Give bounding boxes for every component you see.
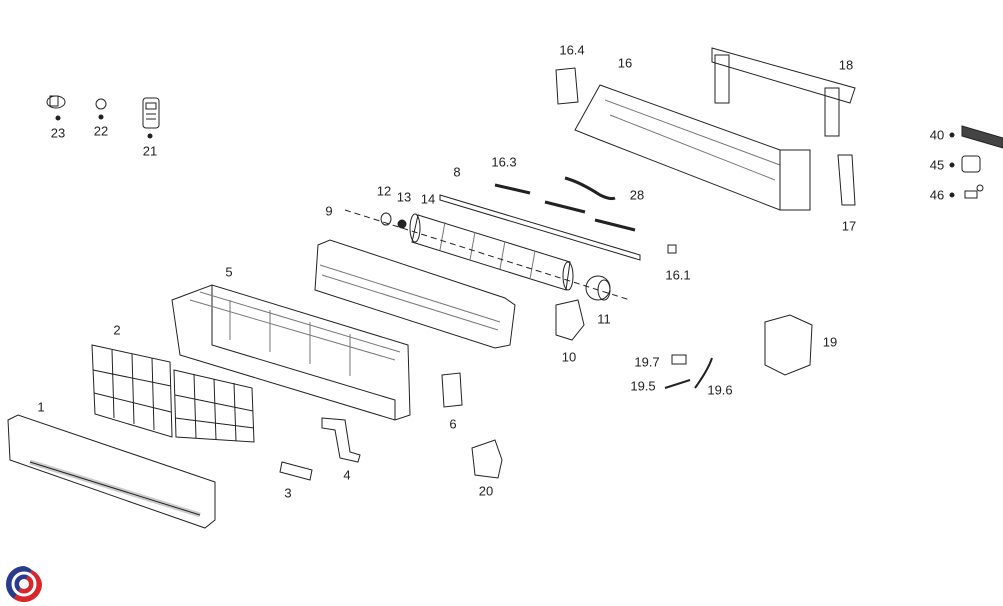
brand-logo bbox=[5, 566, 43, 603]
label-11: 11 bbox=[597, 311, 611, 327]
part-6-pcb bbox=[441, 372, 463, 408]
label-21: 21 bbox=[142, 143, 158, 159]
label-23: 23 bbox=[50, 125, 66, 141]
label-19: 19 bbox=[822, 334, 838, 350]
part-17-pipe-cover bbox=[837, 154, 856, 206]
part-16-chassis bbox=[574, 84, 811, 211]
part-18-mounting-plate bbox=[711, 47, 856, 137]
part-22-ring bbox=[95, 98, 107, 110]
label-16-1: 16.1 bbox=[665, 267, 691, 283]
part-28-cable bbox=[564, 176, 616, 201]
label-1: 1 bbox=[37, 399, 45, 415]
part-16.3-blades bbox=[494, 183, 636, 232]
part-23-screw bbox=[46, 95, 66, 109]
leader-dot bbox=[949, 132, 955, 138]
part-16.1-clip bbox=[667, 244, 677, 254]
label-2: 2 bbox=[113, 322, 121, 338]
label-22: 22 bbox=[93, 123, 109, 139]
label-10: 10 bbox=[561, 349, 577, 365]
leader-dot bbox=[949, 192, 955, 198]
part-13-bushing bbox=[397, 219, 407, 229]
part-16.4-bracket bbox=[555, 67, 579, 105]
label-6: 6 bbox=[449, 416, 457, 432]
part-19.7-part bbox=[671, 354, 687, 365]
part-20-box bbox=[471, 439, 503, 479]
label-19-7: 19.7 bbox=[634, 354, 660, 370]
label-18: 18 bbox=[838, 57, 854, 73]
label-19-6: 19.6 bbox=[707, 382, 733, 398]
part-12-bearing bbox=[380, 212, 392, 226]
part-19.6-sensor bbox=[694, 357, 713, 389]
label-16: 16 bbox=[617, 55, 633, 71]
label-40: 40 bbox=[929, 127, 945, 143]
part-1-front-panel bbox=[7, 414, 216, 529]
label-20: 20 bbox=[478, 483, 494, 499]
part-filter-right bbox=[173, 369, 255, 443]
part-19.5-sensor bbox=[664, 379, 691, 389]
part-9-evaporator bbox=[314, 239, 516, 349]
part-3-terminal bbox=[279, 461, 313, 481]
label-17: 17 bbox=[841, 218, 857, 234]
label-4: 4 bbox=[343, 467, 351, 483]
part-45-connector bbox=[961, 155, 981, 173]
label-14: 14 bbox=[420, 191, 436, 207]
label-16-3: 16.3 bbox=[491, 154, 517, 170]
label-46: 46 bbox=[929, 187, 945, 203]
part-46-sensor bbox=[964, 184, 984, 199]
leader-dot bbox=[55, 115, 61, 121]
label-8: 8 bbox=[453, 164, 461, 180]
part-2-filter bbox=[91, 344, 173, 438]
leader-dot bbox=[949, 162, 955, 168]
label-45: 45 bbox=[929, 157, 945, 173]
label-16-4: 16.4 bbox=[559, 42, 585, 58]
label-13: 13 bbox=[396, 189, 412, 205]
part-14-cross-flow-fan bbox=[409, 213, 574, 291]
part-21-remote bbox=[142, 97, 160, 129]
label-9: 9 bbox=[325, 203, 333, 219]
leader-dot bbox=[147, 133, 153, 139]
label-3: 3 bbox=[284, 485, 292, 501]
part-40-insulation bbox=[961, 125, 1003, 149]
part-4-bracket bbox=[321, 417, 361, 463]
part-19-control-box bbox=[764, 314, 813, 376]
label-19-5: 19.5 bbox=[630, 378, 656, 394]
label-28: 28 bbox=[629, 187, 645, 203]
part-5-front-frame bbox=[171, 284, 411, 421]
part-11-motor bbox=[585, 275, 611, 301]
label-12: 12 bbox=[376, 183, 392, 199]
part-8-louver bbox=[439, 194, 641, 261]
part-10-motor-cover bbox=[555, 299, 585, 341]
label-5: 5 bbox=[225, 264, 233, 280]
leader-dot bbox=[98, 114, 104, 120]
